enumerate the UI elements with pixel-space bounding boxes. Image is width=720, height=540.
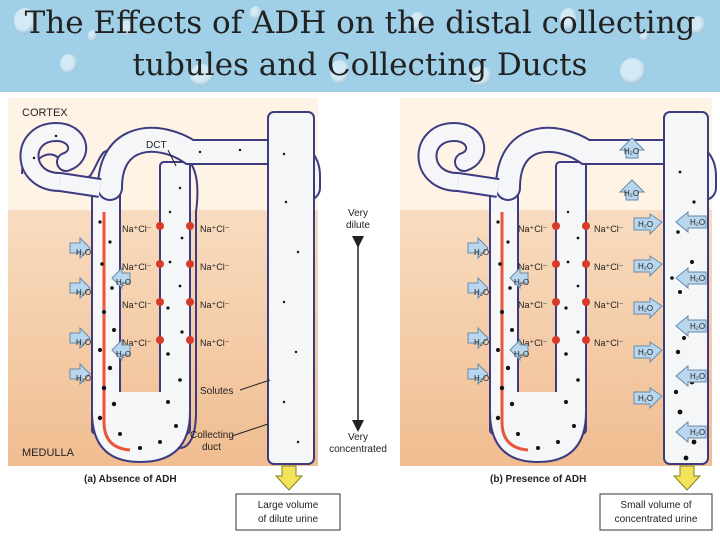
very-concentrated-line-2: concentrated: [329, 444, 387, 455]
water-arrows-b: [467, 137, 707, 444]
h2o-label-b-10: H₂O: [638, 262, 653, 271]
h2o-label-a-6: H₂O: [116, 350, 131, 359]
nacl-pumps-a: [156, 222, 194, 344]
h2o-label-b-9: H₂O: [638, 220, 653, 229]
h2o-label-b-2: H₂O: [474, 288, 489, 297]
title-line-2: tubules and Collecting Ducts: [132, 47, 588, 83]
medulla-label-a: MEDULLA: [22, 447, 75, 459]
nacl-label-a-7: Na⁺Cl⁻: [122, 338, 152, 348]
water-arrows-a: [69, 236, 131, 386]
urine-a-line-1: Large volume: [258, 500, 319, 511]
title-banner: The Effects of ADH on the distal collect…: [0, 0, 720, 92]
urine-b-line-1: Small volume of: [620, 500, 691, 511]
h2o-label-b-8: H₂O: [624, 189, 639, 198]
collecting-duct-label-a-2: duct: [202, 442, 221, 453]
panel-b: Na⁺Cl⁻ Na⁺Cl⁻ Na⁺Cl⁻ Na⁺Cl⁻ Na⁺Cl⁻ Na⁺Cl…: [400, 98, 717, 531]
urine-b-line-2: concentrated urine: [615, 514, 698, 525]
h2o-label-b-14: H₂O: [690, 218, 705, 227]
h2o-label-a-4: H₂O: [76, 374, 91, 383]
h2o-label-a-2: H₂O: [76, 288, 91, 297]
h2o-label-b-6: H₂O: [514, 350, 529, 359]
nacl-label-b-2: Na⁺Cl⁻: [594, 224, 624, 234]
nacl-label-b-6: Na⁺Cl⁻: [594, 300, 624, 310]
h2o-label-b-3: H₂O: [474, 338, 489, 347]
adh-nephron-diagram: Na⁺Cl⁻ Na⁺Cl⁻ Na⁺Cl⁻ Na⁺Cl⁻ Na⁺Cl⁻ Na⁺Cl…: [8, 98, 717, 531]
panel-a-caption: (a) Absence of ADH: [84, 474, 177, 485]
very-dilute-line-1: Very: [348, 208, 368, 219]
nacl-label-a-8: Na⁺Cl⁻: [200, 338, 230, 348]
very-dilute-line-2: dilute: [346, 220, 370, 231]
nacl-label-a-6: Na⁺Cl⁻: [200, 300, 230, 310]
nacl-label-b-3: Na⁺Cl⁻: [518, 262, 548, 272]
nacl-label-a-3: Na⁺Cl⁻: [122, 262, 152, 272]
h2o-label-b-13: H₂O: [638, 394, 653, 403]
h2o-label-b-17: H₂O: [690, 372, 705, 381]
nacl-label-a-4: Na⁺Cl⁻: [200, 262, 230, 272]
h2o-label-a-3: H₂O: [76, 338, 91, 347]
very-concentrated-line-1: Very: [348, 432, 368, 443]
slide-title: The Effects of ADH on the distal collect…: [0, 2, 720, 86]
h2o-label-b-5: H₂O: [514, 278, 529, 287]
h2o-label-b-18: H₂O: [690, 428, 705, 437]
urine-box-b: [599, 493, 713, 531]
nacl-label-a-5: Na⁺Cl⁻: [122, 300, 152, 310]
h2o-label-b-4: H₂O: [474, 374, 489, 383]
nacl-label-b-5: Na⁺Cl⁻: [518, 300, 548, 310]
panel-b-caption: (b) Presence of ADH: [490, 474, 586, 485]
h2o-label-a-1: H₂O: [76, 248, 91, 257]
nacl-label-b-4: Na⁺Cl⁻: [594, 262, 624, 272]
osmolarity-scale: Very dilute Very concentrated: [329, 208, 387, 455]
urine-arrow-b: [672, 465, 702, 491]
urine-box-a: [235, 493, 341, 531]
h2o-label-b-15: H₂O: [690, 274, 705, 283]
h2o-label-b-7: H₂O: [624, 147, 639, 156]
nacl-label-a-1: Na⁺Cl⁻: [122, 224, 152, 234]
h2o-label-b-11: H₂O: [638, 304, 653, 313]
collecting-duct-a: [267, 111, 315, 465]
h2o-label-a-5: H₂O: [116, 278, 131, 287]
collecting-duct-label-a-1: Collecting: [190, 430, 234, 441]
nacl-label-b-8: Na⁺Cl⁻: [594, 338, 624, 348]
dct-label-a: DCT: [146, 140, 167, 151]
h2o-label-b-16: H₂O: [690, 322, 705, 331]
nacl-label-b-7: Na⁺Cl⁻: [518, 338, 548, 348]
nacl-label-b-1: Na⁺Cl⁻: [518, 224, 548, 234]
urine-arrow-a: [274, 465, 304, 491]
panel-a: Na⁺Cl⁻ Na⁺Cl⁻ Na⁺Cl⁻ Na⁺Cl⁻ Na⁺Cl⁻ Na⁺Cl…: [8, 98, 341, 531]
title-line-1: The Effects of ADH on the distal collect…: [24, 5, 696, 41]
cortex-label-a: CORTEX: [22, 107, 68, 119]
h2o-label-b-12: H₂O: [638, 348, 653, 357]
nacl-label-a-2: Na⁺Cl⁻: [200, 224, 230, 234]
urine-a-line-2: of dilute urine: [258, 514, 318, 525]
collecting-duct-b: [663, 111, 709, 465]
solutes-label-a: Solutes: [200, 386, 233, 397]
nacl-pumps-b: [552, 222, 590, 344]
h2o-label-b-1: H₂O: [474, 248, 489, 257]
